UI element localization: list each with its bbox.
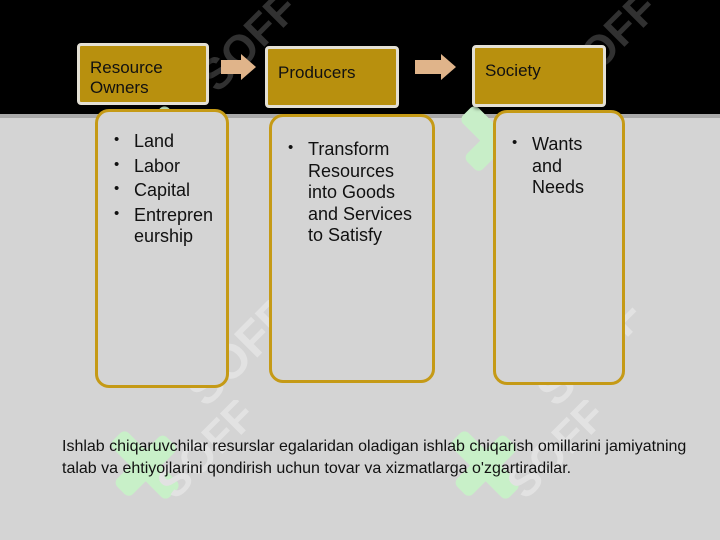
bullet-list: Wants and Needs [510, 132, 612, 199]
caption-text: Ishlab chiqaruvchilar resurslar egalarid… [62, 438, 687, 477]
list-item: Capital [112, 178, 216, 202]
arrow-right-icon [221, 54, 256, 80]
list-item: Labor [112, 154, 216, 178]
column-resource-owners: Land Labor Capital Entrepreneurship [95, 109, 229, 388]
list-item: Wants and Needs [510, 132, 594, 199]
arrow-right-icon [415, 54, 456, 80]
bullet-list: Transform Resources into Goods and Servi… [286, 137, 422, 247]
header-label: Producers [278, 63, 356, 82]
list-item: Transform Resources into Goods and Servi… [286, 137, 418, 247]
header-producers: Producers [265, 46, 399, 108]
header-society: Society [472, 45, 606, 107]
bullet-list: Land Labor Capital Entrepreneurship [112, 129, 216, 248]
list-item: Entrepreneurship [112, 203, 216, 248]
list-item: Land [112, 129, 216, 153]
header-resource-owners: Resource Owners [77, 43, 209, 105]
column-producers: Transform Resources into Goods and Servi… [269, 114, 435, 383]
header-label: Society [485, 61, 541, 80]
column-society: Wants and Needs [493, 110, 625, 385]
header-label: Resource Owners [90, 58, 163, 97]
